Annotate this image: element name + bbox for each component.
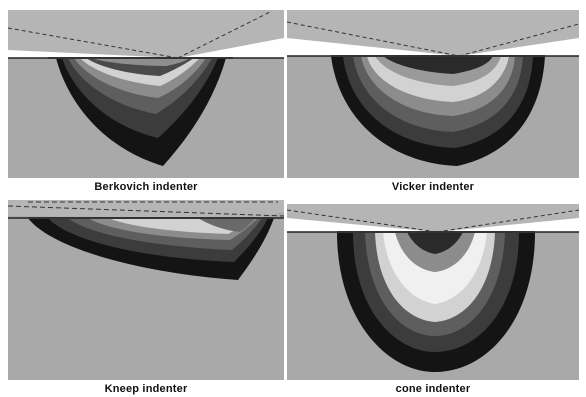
vicker-panel — [287, 8, 579, 178]
berkovich-panel — [8, 8, 284, 178]
vicker-contour-plot — [287, 8, 579, 178]
cone-caption: cone indenter — [287, 383, 579, 395]
indenter-body — [8, 200, 284, 218]
vicker-caption: Vicker indenter — [287, 181, 579, 193]
cone-contour-plot — [287, 200, 579, 380]
cone-panel — [287, 200, 579, 380]
kneep-caption: Kneep indenter — [8, 383, 284, 395]
berkovich-caption: Berkovich indenter — [8, 181, 284, 193]
kneep-panel — [8, 200, 284, 380]
berkovich-contour-plot — [8, 8, 284, 178]
kneep-contour-plot — [8, 200, 284, 380]
